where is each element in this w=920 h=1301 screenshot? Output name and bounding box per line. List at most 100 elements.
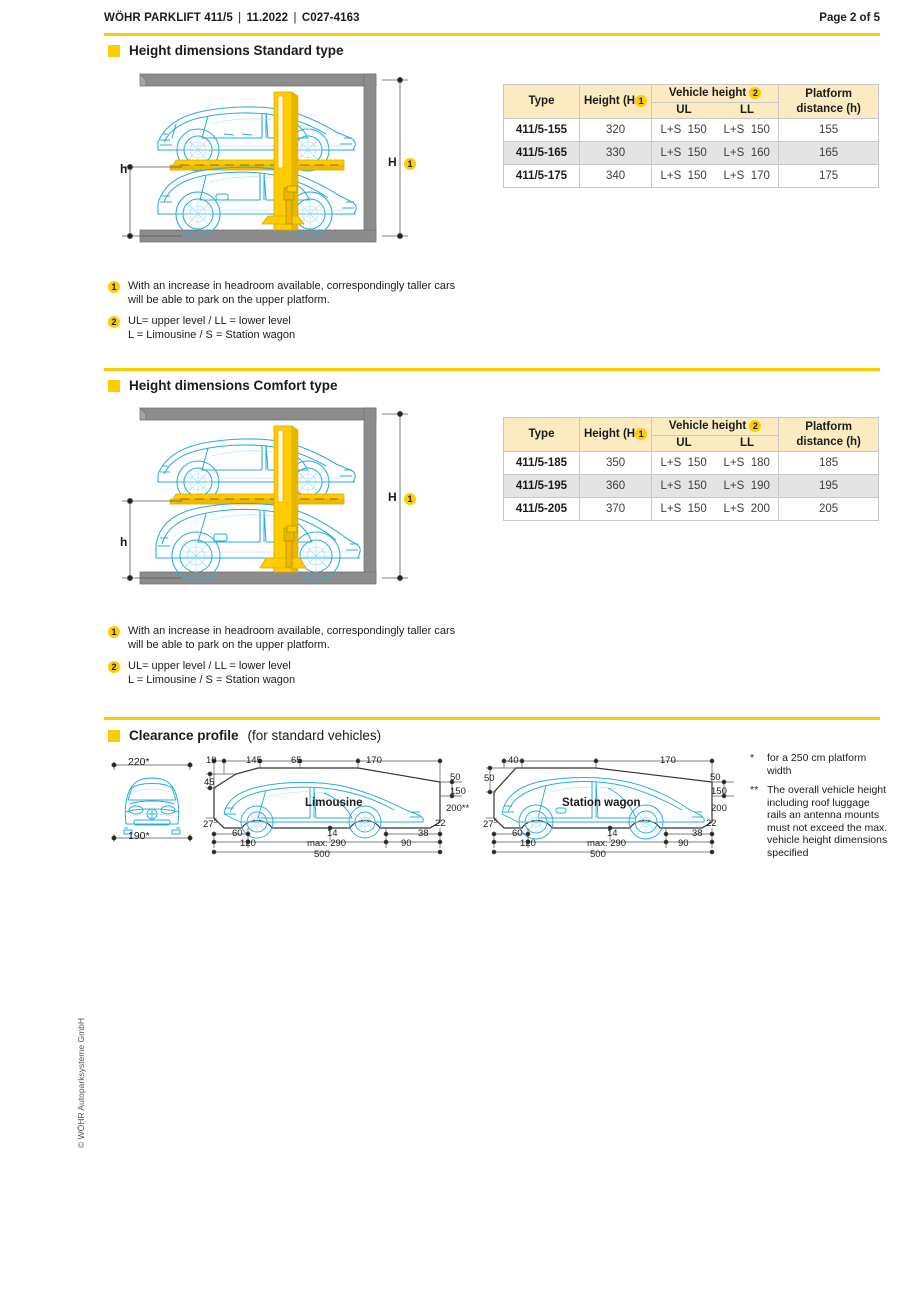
table-row: 411/5-205 370 L+S 150 L+S 200 205 bbox=[503, 497, 879, 521]
lim-dim-45: 45 bbox=[204, 777, 215, 788]
col-ul-ll: UL LL bbox=[651, 102, 780, 119]
note-text-double: The overall vehicle height including roo… bbox=[767, 784, 888, 859]
section-heading-comfort: Height dimensions Comfort type bbox=[108, 378, 338, 393]
sw-dim-27: 275 bbox=[483, 818, 498, 831]
sw-dim-120: 120 bbox=[520, 838, 536, 849]
cell-ll: L+S 180 bbox=[723, 457, 770, 469]
cell-vehicle-height: L+S 150 L+S 150 bbox=[651, 118, 780, 142]
col-height-label: Height (H bbox=[583, 95, 636, 107]
label-limousine: Limousine bbox=[305, 797, 363, 809]
cell-platform: 195 bbox=[778, 474, 879, 498]
cell-height: 370 bbox=[578, 497, 653, 521]
sw-dim-max290: max. 290 bbox=[587, 838, 627, 849]
cell-platform: 205 bbox=[778, 497, 879, 521]
col-height-label: Height (H bbox=[583, 428, 636, 440]
dim-badge-H-comfort: 1 bbox=[404, 490, 416, 508]
cell-vehicle-height: L+S 150 L+S 180 bbox=[651, 451, 780, 475]
section-rule-1 bbox=[104, 33, 880, 36]
cell-platform: 155 bbox=[778, 118, 879, 142]
col-ul-ll: UL LL bbox=[651, 435, 780, 452]
footnote-1: 1 With an increase in headroom available… bbox=[108, 625, 508, 652]
lim-dim-200: 200** bbox=[446, 803, 470, 814]
col-type: Type bbox=[503, 417, 580, 452]
cell-ll: L+S 200 bbox=[723, 503, 770, 515]
clearance-profile-limousine bbox=[206, 758, 462, 855]
document-header: WÖHR PARKLIFT 411/5 | 11.2022 | C027-416… bbox=[104, 12, 880, 24]
lim-dim-500: 500 bbox=[314, 849, 330, 860]
col-ll: LL bbox=[739, 104, 755, 116]
table-row: 411/5-195 360 L+S 150 L+S 190 195 bbox=[503, 474, 879, 498]
section-subtitle-clearance: (for standard vehicles) bbox=[247, 728, 382, 743]
header-code: C027-4163 bbox=[301, 12, 360, 24]
footnotes-standard: 1 With an increase in headroom available… bbox=[108, 280, 508, 350]
bullet-square-icon bbox=[108, 729, 120, 742]
sw-dim-22: 22 bbox=[706, 818, 717, 829]
cell-height: 360 bbox=[578, 474, 653, 498]
sw-dim-200: 200 bbox=[711, 803, 727, 814]
header-page-number: Page 2 of 5 bbox=[819, 12, 880, 24]
clearance-front-view bbox=[111, 762, 193, 842]
badge-2-icon: 2 bbox=[108, 661, 120, 673]
cell-ll: L+S 150 bbox=[723, 124, 770, 136]
section-rule-3 bbox=[104, 717, 880, 720]
table-row: 411/5-185 350 L+S 150 L+S 180 185 bbox=[503, 451, 879, 475]
lim-dim-65: 65 bbox=[291, 755, 302, 766]
badge-1-icon: 1 bbox=[108, 281, 120, 293]
footnotes-comfort: 1 With an increase in headroom available… bbox=[108, 625, 508, 695]
dim-label-h-standard: h bbox=[120, 162, 128, 176]
footnote-1-text: With an increase in headroom available, … bbox=[128, 280, 456, 306]
col-vehicle-height-label: Vehicle height bbox=[668, 87, 747, 99]
cell-vehicle-height: L+S 150 L+S 160 bbox=[651, 141, 780, 165]
col-ul: UL bbox=[676, 104, 692, 116]
footer-copyright: © WÖHR Autoparksysteme GmbH bbox=[76, 1017, 86, 1148]
clearance-profile-station-wagon bbox=[486, 758, 734, 855]
sw-dim-left-50: 50 bbox=[484, 773, 495, 784]
badge-2-icon: 2 bbox=[108, 316, 120, 328]
col-platform-line2: distance (h) bbox=[796, 435, 861, 448]
dim-label-h-comfort: h bbox=[120, 535, 128, 549]
cell-ll: L+S 190 bbox=[723, 480, 770, 492]
bullet-square-icon bbox=[108, 44, 120, 57]
header-sep-1: | bbox=[238, 12, 242, 24]
lim-dim-60: 60 bbox=[232, 828, 243, 839]
lim-dim-170: 170 bbox=[366, 755, 382, 766]
section-title-clearance: Clearance profile bbox=[129, 728, 239, 743]
header-date: 11.2022 bbox=[246, 12, 289, 24]
cell-ul: L+S 150 bbox=[660, 503, 707, 515]
dim-label-H-comfort: H bbox=[388, 490, 397, 504]
section-title-standard: Height dimensions Standard type bbox=[129, 43, 344, 58]
lim-dim-145: 145 bbox=[246, 755, 262, 766]
note-text-single: for a 250 cm platform width bbox=[767, 752, 867, 777]
section-heading-clearance: Clearance profile (for standard vehicles… bbox=[108, 728, 381, 743]
illustration-standard-type bbox=[122, 73, 408, 243]
col-platform-distance: Platform distance (h) bbox=[778, 417, 879, 452]
badge-1-icon: 1 bbox=[635, 94, 648, 107]
cell-platform: 165 bbox=[778, 141, 879, 165]
col-type: Type bbox=[503, 84, 580, 119]
sw-dim-150: 150 bbox=[711, 786, 727, 797]
badge-1-icon: 1 bbox=[404, 157, 416, 170]
sw-dim-14: 14 bbox=[607, 828, 618, 839]
cell-vehicle-height: L+S 150 L+S 170 bbox=[651, 164, 780, 188]
sw-dim-90: 90 bbox=[678, 838, 689, 849]
cell-type: 411/5-155 bbox=[503, 118, 580, 142]
clearance-note-2: ** The overall vehicle height including … bbox=[750, 784, 890, 859]
col-vehicle-height-label: Vehicle height bbox=[668, 420, 747, 432]
col-vehicle-height: Vehicle height 2 bbox=[651, 417, 780, 436]
illustration-comfort-type bbox=[122, 407, 408, 585]
bullet-square-icon bbox=[108, 379, 120, 392]
clearance-note-1: * for a 250 cm platform width bbox=[750, 752, 890, 777]
cell-ul: L+S 150 bbox=[660, 147, 707, 159]
col-platform-line1: Platform bbox=[805, 420, 852, 433]
sw-dim-500: 500 bbox=[590, 849, 606, 860]
header-product: WÖHR PARKLIFT 411/5 bbox=[104, 12, 233, 24]
clearance-notes: * for a 250 cm platform width ** The ove… bbox=[750, 752, 890, 866]
badge-1-icon: 1 bbox=[404, 492, 416, 505]
table-row: 411/5-175 340 L+S 150 L+S 170 175 bbox=[503, 164, 879, 188]
cell-platform: 175 bbox=[778, 164, 879, 188]
dim-label-H-standard: H bbox=[388, 155, 397, 169]
